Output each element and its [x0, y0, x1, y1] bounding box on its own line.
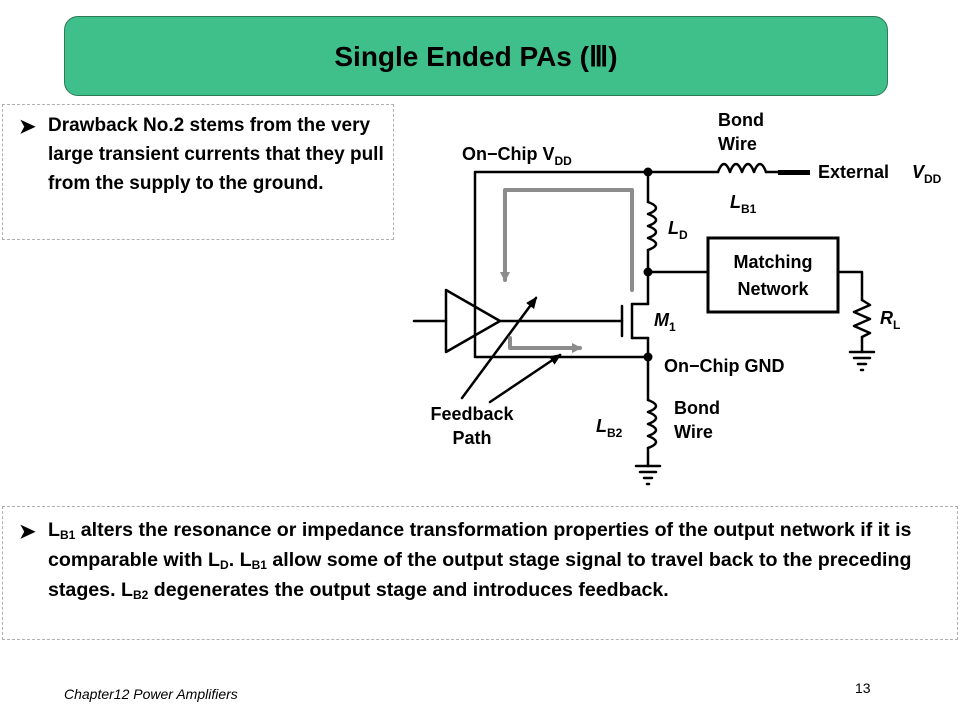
feedback-pointer-1: [460, 296, 538, 400]
ground-symbol-bottom: [634, 464, 662, 486]
matching-network-label-2: Network: [737, 279, 809, 299]
title-banner: Single Ended PAs (Ⅲ): [64, 16, 888, 96]
bond-wire-inductor-top: [716, 162, 768, 174]
lb2-label: LB2: [596, 416, 623, 440]
onchip-vdd-label: On−Chip VDD: [462, 144, 572, 168]
ground-symbol-rl: [848, 350, 876, 372]
lb2-inductor: [646, 398, 658, 450]
ld-inductor: [646, 200, 658, 252]
footer-chapter: Chapter12 Power Amplifiers: [64, 686, 238, 702]
lb1-label: LB1: [730, 192, 757, 216]
footer-page-number: 13: [855, 680, 871, 696]
onchip-boundary: [473, 170, 650, 359]
matching-network-label-1: Matching: [734, 252, 813, 272]
arrow-bullet-icon: ➤: [19, 116, 36, 138]
bond-wire-top-label-2: Wire: [718, 134, 757, 154]
rl-resistor: [852, 298, 872, 339]
onchip-gnd-label: On−Chip GND: [664, 356, 785, 376]
external-vdd-terminal: [778, 170, 810, 175]
arrow-bullet-icon: ➤: [19, 521, 36, 543]
external-label: External: [818, 162, 889, 182]
bond-wire-bottom-label-2: Wire: [674, 422, 713, 442]
bullet-text-bottom: LB1 alters the resonance or impedance tr…: [48, 519, 912, 602]
external-vdd-label: VDD: [912, 162, 942, 186]
bullet-box-bottom: ➤ LB1 alters the resonance or impedance …: [2, 506, 958, 640]
bullet-text-top: Drawback No.2 stems from the very large …: [48, 115, 384, 194]
bullet-box-top: ➤ Drawback No.2 stems from the very larg…: [2, 104, 394, 240]
feedback-path-arrow-loop: [500, 188, 634, 292]
feedback-label-2: Path: [452, 428, 491, 448]
rl-label: RL: [880, 308, 900, 332]
feedback-path-arrow-lower: [508, 336, 582, 353]
feedback-pointer-2: [488, 353, 562, 404]
feedback-label-1: Feedback: [430, 404, 514, 424]
ld-label: LD: [668, 218, 688, 242]
slide-title: Single Ended PAs (Ⅲ): [334, 40, 618, 72]
matching-network-box: [706, 236, 840, 314]
amplifier-triangle: [444, 288, 502, 354]
bond-wire-bottom-label-1: Bond: [674, 398, 720, 418]
m1-label: M1: [654, 310, 676, 334]
circuit-diagram: Bond Wire On−Chip VDD External VDD LB1 L…: [412, 110, 942, 486]
bond-wire-top-label-1: Bond: [718, 110, 764, 130]
